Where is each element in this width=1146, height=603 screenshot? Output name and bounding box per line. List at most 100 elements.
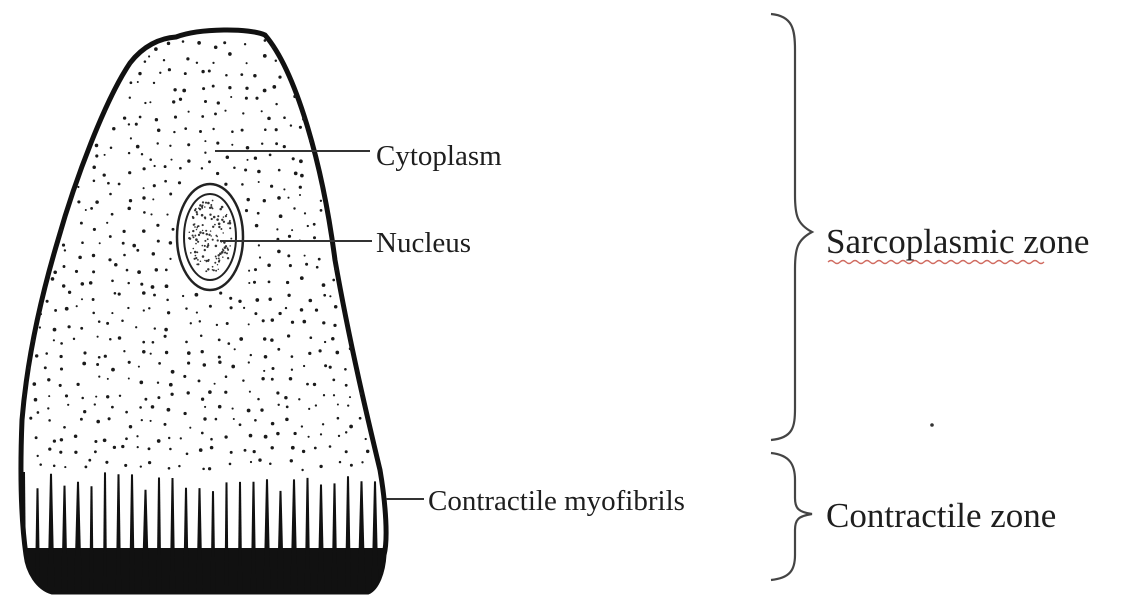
cytoplasm-dot: [156, 142, 158, 144]
nucleus-dot: [209, 207, 211, 209]
cytoplasm-dot: [290, 124, 292, 126]
cytoplasm-dot: [54, 309, 57, 312]
cytoplasm-dot: [304, 212, 306, 214]
cytoplasm-dot: [201, 398, 204, 401]
cytoplasm-dot: [381, 215, 383, 217]
cytoplasm-dot: [228, 52, 232, 56]
nucleus-dot: [204, 245, 206, 247]
cytoplasm-dot: [154, 327, 156, 329]
cytoplasm-dot: [75, 165, 78, 168]
cytoplasm-dot: [46, 46, 49, 49]
cytoplasm-dot: [255, 97, 258, 100]
cytoplasm-dot: [182, 295, 184, 297]
cytoplasm-dot: [293, 207, 295, 209]
cytoplasm-dot: [169, 145, 171, 147]
cytoplasm-dot: [49, 187, 53, 191]
cytoplasm-dot: [14, 285, 17, 288]
nucleus-dot: [212, 208, 214, 210]
nucleus-dot: [229, 245, 231, 247]
cytoplasm-dot: [118, 336, 122, 340]
cytoplasm-dot: [354, 201, 357, 204]
cytoplasm-dot: [68, 291, 71, 294]
nucleus-dot: [204, 240, 206, 242]
cytoplasm-dot: [172, 228, 175, 231]
cytoplasm-dot: [53, 271, 57, 275]
cytoplasm-dot: [336, 243, 338, 245]
nucleus-dot: [205, 230, 207, 232]
cytoplasm-dot: [90, 207, 93, 210]
cytoplasm-dot: [279, 214, 283, 218]
cytoplasm-dot: [15, 463, 19, 467]
cytoplasm-dot: [329, 445, 332, 448]
cytoplasm-dot: [335, 215, 338, 218]
cytoplasm-dot: [44, 258, 47, 261]
nucleus-dot: [189, 232, 191, 234]
nucleus-dot: [197, 241, 199, 243]
cytoplasm-dot: [382, 264, 386, 268]
cytoplasm-dot: [200, 335, 203, 338]
cytoplasm-dot: [135, 326, 137, 328]
cytoplasm-dot: [286, 406, 289, 409]
nucleus-dot: [215, 270, 217, 272]
cytoplasm-dot: [88, 459, 91, 462]
cell-outline: [21, 30, 386, 592]
cytoplasm-dot: [132, 244, 136, 248]
cytoplasm-dot: [293, 95, 296, 98]
cytoplasm-dot: [244, 449, 247, 452]
cytoplasm-dot: [35, 199, 39, 203]
cytoplasm-dot: [337, 403, 339, 405]
cytoplasm-dot: [324, 142, 327, 145]
nucleus-dot: [214, 224, 216, 226]
cytoplasm-dot: [137, 81, 139, 83]
cytoplasm-dot: [245, 97, 248, 100]
nucleus-dot: [221, 219, 223, 221]
cytoplasm-dot: [106, 395, 109, 398]
cytoplasm-dot: [33, 382, 37, 386]
cytoplasm-dot: [291, 321, 294, 324]
cytoplasm-dot: [122, 242, 125, 245]
cytoplasm-dot: [214, 46, 218, 50]
cytoplasm-dot: [330, 83, 333, 86]
nucleus-dot: [202, 201, 204, 203]
cytoplasm-dot: [332, 127, 334, 129]
cytoplasm-dot: [15, 256, 18, 259]
cytoplasm-dot: [93, 228, 96, 231]
cytoplasm-dot: [169, 383, 173, 387]
cytoplasm-dot: [242, 112, 244, 114]
cytoplasm-dot: [289, 377, 293, 381]
cytoplasm-dot: [261, 143, 263, 145]
cytoplasm-dot: [322, 423, 324, 425]
cytoplasm-dot: [48, 395, 50, 397]
cytoplasm-dot: [234, 348, 236, 350]
cytoplasm-dot: [359, 417, 362, 420]
cytoplasm-dot: [59, 90, 62, 93]
cytoplasm-dot: [289, 264, 292, 267]
nucleus-dot: [226, 252, 228, 254]
cytoplasm-dot: [376, 362, 379, 365]
nucleus-dot: [216, 218, 219, 221]
cytoplasm-dot: [365, 339, 368, 342]
cytoplasm-dot: [20, 348, 23, 351]
cytoplasm-dot: [32, 155, 35, 158]
cytoplasm-dot: [186, 452, 189, 455]
cytoplasm-dot: [210, 438, 213, 441]
cytoplasm-dot: [83, 144, 85, 146]
cytoplasm-dot: [108, 258, 111, 261]
cytoplasm-dot: [53, 72, 56, 75]
nucleus-dot: [221, 206, 224, 209]
cytoplasm-dot: [378, 89, 381, 92]
cytoplasm-dot: [31, 56, 34, 59]
cytoplasm-dot: [164, 165, 167, 168]
cytoplasm-dot: [270, 446, 273, 449]
cytoplasm-dot: [199, 320, 201, 322]
cytoplasm-dot: [379, 405, 381, 407]
cytoplasm-dot: [23, 97, 26, 100]
stray-dot: [930, 423, 934, 427]
cytoplasm-dot: [272, 85, 276, 89]
cytoplasm-dot: [17, 154, 19, 156]
cytoplasm-dot: [253, 450, 256, 453]
cytoplasm-dot: [329, 62, 331, 64]
cytoplasm-dot: [29, 417, 32, 420]
cytoplasm-dot: [321, 90, 324, 93]
cytoplasm-dot: [39, 326, 41, 328]
